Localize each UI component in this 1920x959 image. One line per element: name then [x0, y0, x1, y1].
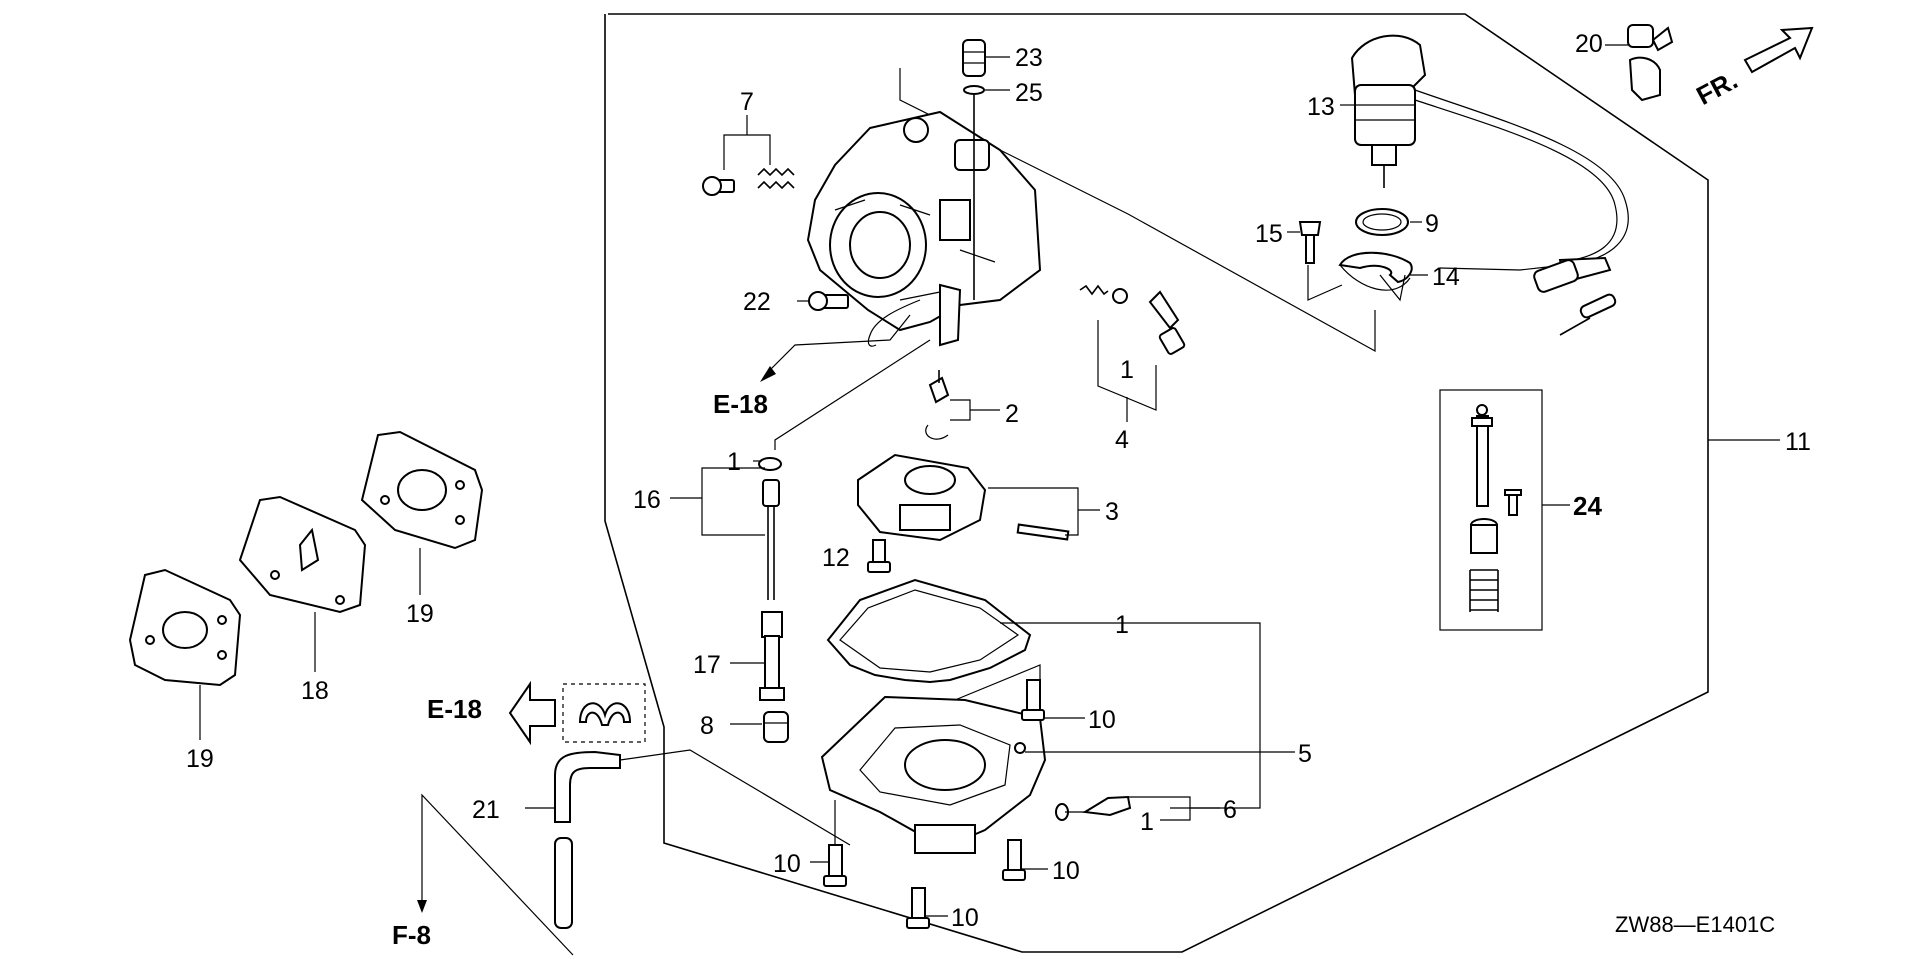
- part-22-screw: [808, 291, 849, 311]
- callout-9: 9: [1425, 210, 1439, 238]
- callout-10-a: 10: [1088, 706, 1116, 734]
- assembly-boundary: [604, 13, 1709, 953]
- carburetor-body: [806, 110, 1042, 347]
- part-2-needle-valve: [925, 370, 950, 440]
- callout-18: 18: [301, 677, 329, 705]
- callout-4: 4: [1115, 426, 1129, 454]
- callout-2: 2: [1005, 400, 1019, 428]
- part-19-gasket-left: [128, 568, 242, 687]
- callout-7: 7: [740, 88, 754, 116]
- front-direction-arrow: FR.: [1691, 26, 1814, 111]
- callout-21: 21: [472, 796, 500, 824]
- part-5-float-chamber: [820, 695, 1047, 854]
- callout-22: 22: [743, 288, 771, 316]
- part-14-clamp: [1338, 251, 1413, 291]
- callout-6: 6: [1223, 796, 1237, 824]
- part-6-drain-screw: [1055, 795, 1132, 821]
- kit-24-box: [1439, 389, 1543, 631]
- callout-12: 12: [822, 544, 850, 572]
- callout-17: 17: [693, 651, 721, 679]
- callout-1-drain: 1: [1140, 808, 1154, 836]
- part-17-nozzle: [759, 611, 785, 701]
- callout-1-nozzle: 1: [727, 448, 741, 476]
- part-24-kit: [1469, 404, 1522, 612]
- part-10-bolt-d: [906, 887, 930, 929]
- f8-ref: F-8: [392, 920, 431, 950]
- leader-7: [723, 134, 771, 170]
- assembly-inner-frame: [899, 68, 1376, 353]
- part-4-idle-screw: [1079, 284, 1186, 355]
- part-16-main-jet: [758, 457, 782, 600]
- callout-10-b: 10: [773, 850, 801, 878]
- callout-1-gasket: 1: [1115, 611, 1129, 639]
- callout-25: 25: [1015, 79, 1043, 107]
- part-9-o-ring: [1355, 208, 1409, 236]
- callout-19-right: 19: [406, 600, 434, 628]
- part-23-jet: [962, 39, 986, 300]
- diagram-code: ZW88—E1401C: [1615, 912, 1775, 937]
- callout-14: 14: [1432, 263, 1460, 291]
- front-label: FR.: [1691, 65, 1742, 111]
- callout-10-c: 10: [1052, 857, 1080, 885]
- part-8-jet: [763, 711, 789, 743]
- callout-20: 20: [1575, 30, 1603, 58]
- e18-top-ref: E-18: [713, 389, 768, 419]
- e18-left-ref: E-18: [427, 694, 482, 724]
- part-10-bolt-a: [1021, 679, 1045, 721]
- callout-3: 3: [1105, 498, 1119, 526]
- callout-19-left: 19: [186, 745, 214, 773]
- callout-1-idle: 1: [1120, 356, 1134, 384]
- part-20-connector: [1627, 24, 1674, 102]
- part-3-float: [857, 453, 1070, 542]
- part-19-gasket-right: [360, 430, 484, 550]
- part-12-screw: [867, 539, 891, 573]
- callout-16: 16: [633, 486, 661, 514]
- callout-5: 5: [1298, 740, 1312, 768]
- callout-10-d: 10: [951, 904, 979, 932]
- callout-24: 24: [1573, 491, 1602, 521]
- callout-15: 15: [1255, 220, 1283, 248]
- callout-11: 11: [1785, 428, 1811, 456]
- part-18-gasket: [238, 495, 367, 614]
- part-15-screw: [1298, 221, 1322, 264]
- part-10-bolt-b: [823, 844, 847, 887]
- clip-reference-box: [562, 683, 646, 743]
- part-7-screw-spring: [702, 167, 795, 196]
- e18-left-arrow: [508, 680, 556, 746]
- part-21-hose: [554, 750, 621, 929]
- callout-13: 13: [1307, 93, 1335, 121]
- part-10-bolt-c: [1002, 839, 1026, 881]
- part-1-gasket: [826, 578, 1032, 684]
- part-13-solenoid: [1350, 34, 1629, 336]
- callout-23: 23: [1015, 44, 1043, 72]
- callout-8: 8: [700, 712, 714, 740]
